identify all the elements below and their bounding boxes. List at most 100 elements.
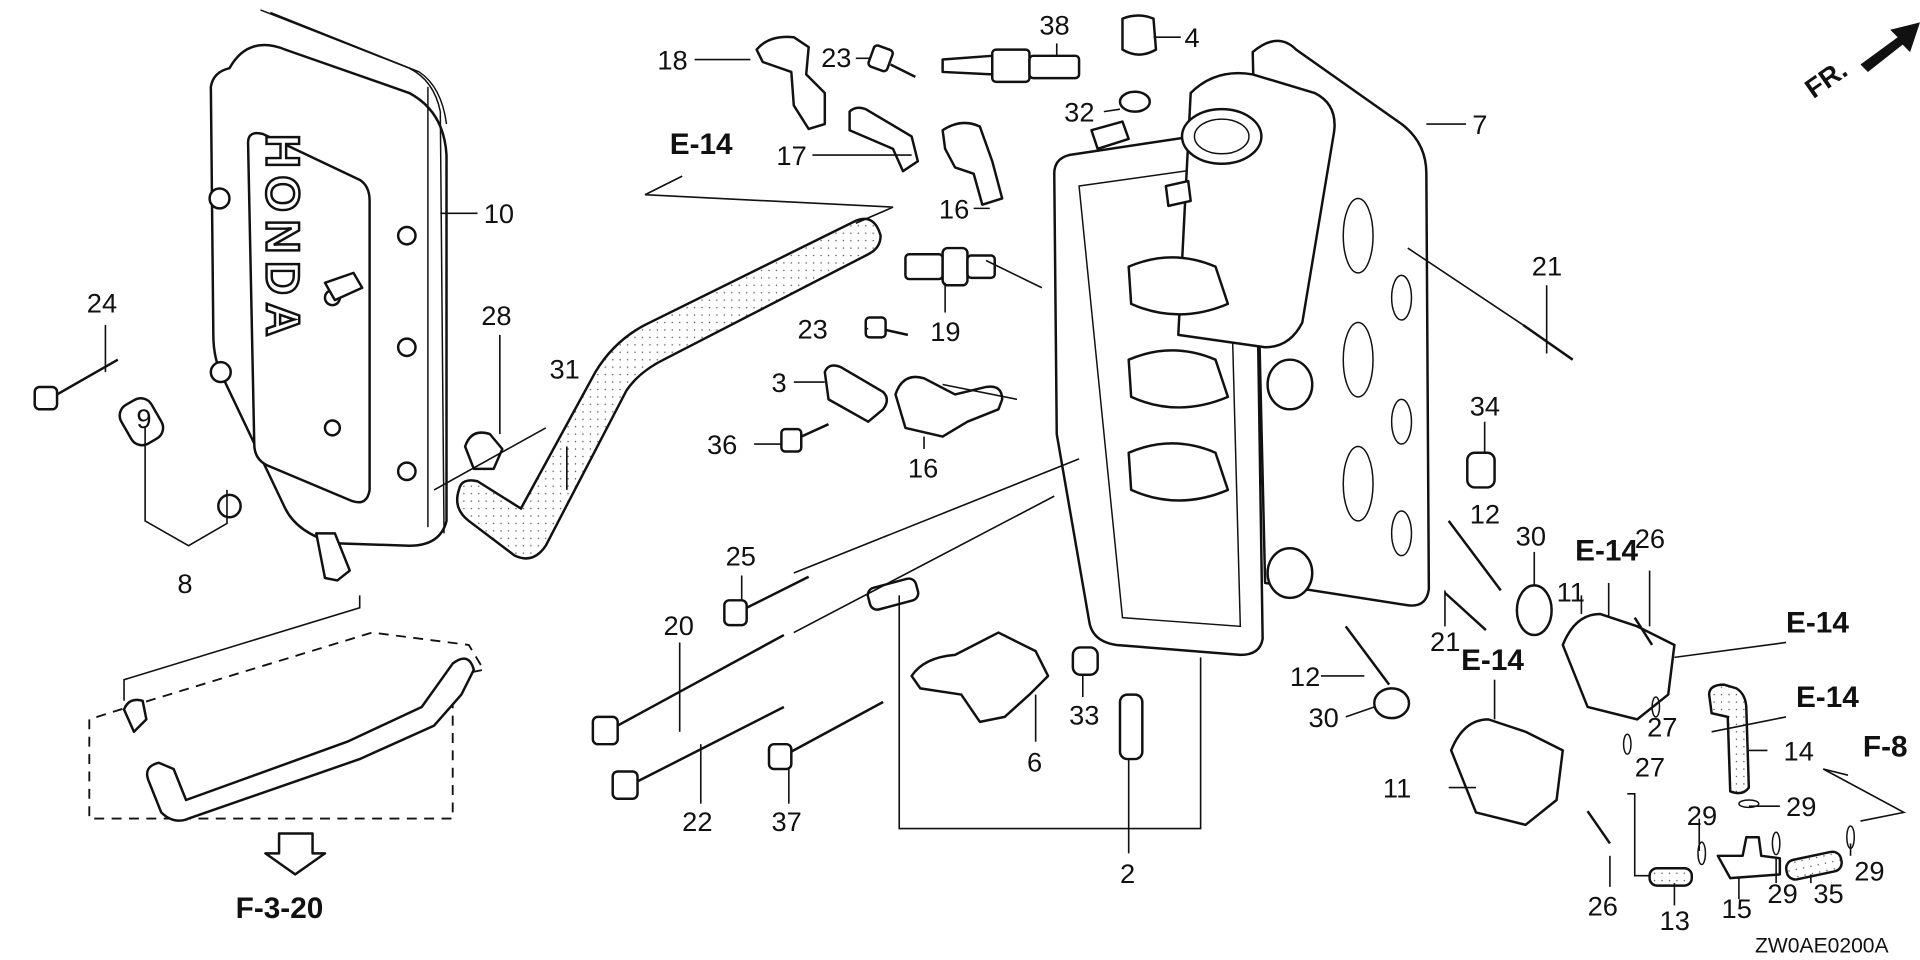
inset-box [88, 631, 486, 820]
hose-35[interactable] [1784, 850, 1844, 881]
rocker-6[interactable] [910, 631, 1050, 724]
callout-23-lower: 23 [798, 314, 828, 345]
washer-32[interactable] [1118, 90, 1152, 113]
bracket-17[interactable] [848, 106, 920, 173]
spark-plug-38[interactable] [941, 48, 1081, 84]
callout-38: 38 [1039, 10, 1069, 41]
callout-16-lower: 16 [908, 453, 938, 484]
valve-guide-2-left[interactable] [866, 577, 920, 611]
inset-grommet[interactable] [122, 698, 148, 734]
callout-33: 33 [1069, 699, 1099, 730]
callout-29-a: 29 [1786, 791, 1816, 822]
ref-e14-pump-lower[interactable]: E-14 [1461, 644, 1524, 677]
callout-14: 14 [1784, 735, 1814, 766]
front-arrow-icon [1860, 22, 1920, 72]
callout-26-lower: 26 [1588, 890, 1618, 921]
front-label: FR. [1799, 54, 1853, 105]
callout-23-upper: 23 [821, 42, 851, 73]
callout-21-lower: 21 [1430, 626, 1460, 657]
breather-tube[interactable] [455, 217, 882, 560]
cylinder-head-cover[interactable]: HONDA [208, 9, 448, 582]
bolt-25[interactable] [723, 575, 810, 627]
fuel-pump-11-upper[interactable] [1561, 612, 1676, 721]
callout-3: 3 [771, 367, 786, 398]
stud-21-upper[interactable] [1522, 323, 1574, 361]
callout-28: 28 [481, 300, 511, 331]
callout-27-lower: 27 [1647, 712, 1677, 743]
bolt-24[interactable] [33, 358, 119, 411]
callout-13: 13 [1660, 905, 1690, 936]
ref-e14-top[interactable]: E-14 [670, 128, 733, 161]
bolt-26-upper[interactable] [1633, 617, 1654, 646]
callout-11-upper: 11 [1557, 577, 1585, 608]
callout-22: 22 [682, 806, 712, 837]
bolt-23-lower[interactable] [864, 316, 909, 339]
valve-guide-2-right[interactable] [1118, 693, 1144, 761]
grommet-28[interactable] [463, 431, 504, 471]
bolt-22[interactable] [611, 705, 785, 800]
cylinder-head[interactable] [1053, 39, 1431, 657]
hose-14[interactable] [1707, 683, 1751, 795]
reference-tags: E-14 E-14 E-14 E-14 E-14 F-8 F-3-20 [236, 128, 1908, 925]
sleeve-34[interactable] [1466, 451, 1496, 489]
callout-21-upper: 21 [1532, 250, 1562, 281]
bolt-26-lower[interactable] [1586, 810, 1611, 845]
bolt-37[interactable] [767, 700, 884, 771]
callout-15: 15 [1722, 893, 1752, 924]
callout-8: 8 [177, 568, 192, 599]
callout-24: 24 [87, 288, 117, 319]
clamp-16-upper[interactable] [941, 121, 1004, 206]
bolt-36[interactable] [780, 423, 830, 453]
inset-hose[interactable] [145, 657, 476, 822]
tee-15[interactable] [1716, 835, 1782, 880]
bracket-18[interactable] [755, 35, 827, 131]
callout-30-lower: 30 [1309, 702, 1339, 733]
collar-33[interactable] [1071, 646, 1099, 676]
callout-27-upper: 27 [1635, 751, 1665, 782]
callout-10: 10 [484, 198, 514, 229]
f320-arrow [264, 832, 327, 876]
ref-f8[interactable]: F-8 [1863, 731, 1908, 764]
fuel-pump-11-lower[interactable] [1449, 718, 1565, 827]
clips-27[interactable] [1622, 696, 1661, 755]
o-ring-30-lower[interactable] [1373, 687, 1411, 720]
callout-31: 31 [549, 353, 579, 384]
callout-12-upper: 12 [1470, 498, 1500, 529]
callout-12-lower: 12 [1290, 661, 1320, 692]
pin-12-upper[interactable] [1447, 520, 1502, 592]
ref-e14-right-lower[interactable]: E-14 [1796, 681, 1859, 714]
callout-17: 17 [776, 140, 806, 171]
callout-35: 35 [1813, 878, 1843, 909]
callout-29-d: 29 [1854, 856, 1884, 887]
callout-29-c: 29 [1767, 878, 1797, 909]
callout-30-upper: 30 [1516, 521, 1546, 552]
ref-e14-pump-upper[interactable]: E-14 [1575, 535, 1638, 568]
callout-34: 34 [1470, 391, 1500, 422]
ref-e14-right-upper[interactable]: E-14 [1786, 607, 1849, 640]
plug-4[interactable] [1121, 14, 1158, 56]
pin-12-lower[interactable] [1344, 625, 1391, 686]
front-direction-indicator: FR. [1799, 22, 1920, 104]
stud-21-lower[interactable] [1444, 591, 1487, 631]
collar-9[interactable] [115, 394, 167, 450]
callout-20: 20 [664, 610, 694, 641]
callout-32: 32 [1064, 97, 1094, 128]
hose-13[interactable] [1648, 866, 1694, 887]
callout-7: 7 [1472, 109, 1487, 140]
ref-f3-20[interactable]: F-3-20 [236, 892, 324, 925]
callout-16-upper: 16 [939, 193, 969, 224]
callout-6: 6 [1027, 746, 1042, 777]
o-ring-30-upper[interactable] [1515, 584, 1553, 637]
callout-18: 18 [657, 44, 687, 75]
sensor-19[interactable] [904, 246, 996, 287]
callout-4: 4 [1184, 22, 1199, 53]
bolt-20[interactable] [591, 633, 785, 746]
callout-25: 25 [726, 541, 756, 572]
drawing-code: ZW0AE0200A [1755, 935, 1890, 958]
plate-3[interactable] [823, 364, 889, 423]
bolt-23-upper[interactable] [867, 44, 916, 79]
callout-36: 36 [707, 429, 737, 460]
callout-19: 19 [930, 316, 960, 347]
callout-37: 37 [771, 806, 801, 837]
